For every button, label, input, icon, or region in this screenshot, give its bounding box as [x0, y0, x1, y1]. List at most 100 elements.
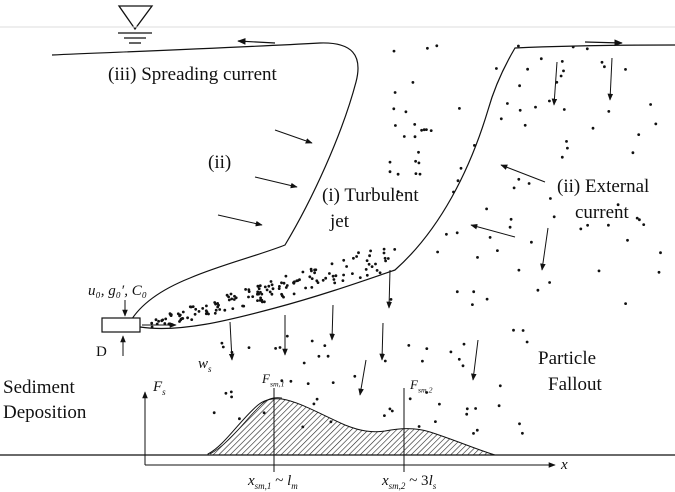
particle-dot — [417, 161, 421, 165]
particle-dot — [304, 286, 307, 290]
particle-dot — [382, 247, 386, 251]
particle-dot — [635, 216, 639, 220]
particle-dot — [425, 347, 429, 350]
particle-dot — [260, 300, 264, 304]
spreading-arrow-right — [584, 39, 623, 47]
particle-dot — [498, 384, 502, 388]
particle-dot — [571, 45, 575, 49]
particle-dot — [527, 182, 531, 185]
particle-dot — [224, 391, 228, 395]
particle-dot — [518, 84, 521, 88]
particle-dot — [238, 417, 241, 421]
particle-dot — [212, 411, 216, 415]
particle-dot — [310, 277, 314, 280]
particle-dot — [220, 341, 224, 345]
particle-dot — [231, 307, 235, 310]
sediment-deposition-label: Sediment — [3, 377, 75, 398]
particle-dot — [280, 281, 283, 285]
particle-dot — [230, 395, 234, 399]
particle-dot — [393, 91, 397, 94]
particle-dot — [562, 108, 566, 111]
particle-dot — [230, 350, 234, 354]
particle-dot — [414, 159, 417, 163]
particle-dot — [284, 286, 288, 289]
particle-dot — [321, 278, 325, 282]
particle-dot — [536, 288, 540, 292]
particle-dot — [388, 170, 392, 174]
particle-dot — [232, 298, 236, 301]
particle-dot — [417, 150, 420, 154]
particle-dot — [565, 140, 568, 143]
particle-dot — [150, 325, 154, 329]
deposition-envelope — [209, 397, 283, 455]
particle-dot — [267, 284, 271, 288]
particle-dot — [624, 68, 627, 71]
particle-dot — [374, 262, 377, 266]
particle-dot — [241, 304, 245, 308]
particle-dot — [328, 272, 331, 275]
particle-dot — [425, 391, 428, 394]
particle-dot — [289, 379, 293, 383]
particle-dot — [383, 256, 387, 260]
particle-dot — [455, 290, 459, 294]
particle-dot — [638, 218, 641, 222]
particle-dot — [257, 287, 261, 291]
particle-dot — [256, 292, 259, 296]
particle-dot — [388, 160, 392, 164]
particle-dot — [292, 292, 296, 296]
particle-dot — [549, 197, 552, 200]
particle-dot — [382, 251, 386, 255]
particle-dots — [150, 44, 662, 435]
particle-dot — [180, 317, 184, 320]
particle-dot — [229, 292, 233, 296]
particle-dot — [659, 251, 662, 255]
particle-dot — [420, 128, 423, 132]
particle-dot — [285, 334, 289, 338]
particle-dot — [603, 65, 606, 69]
particle-dot — [329, 420, 333, 424]
particle-fallout-label: Particle — [538, 348, 597, 369]
particle-dot — [355, 255, 358, 258]
diameter-label: D — [96, 344, 107, 360]
particle-dot — [552, 215, 556, 219]
particle-dot — [471, 303, 474, 306]
particle-dot — [485, 297, 489, 301]
particle-dot — [579, 227, 583, 231]
particle-dot — [301, 270, 305, 274]
fsm1-subscript: sm,1 — [269, 379, 285, 389]
particle-dot — [402, 135, 406, 138]
particle-dot — [445, 232, 448, 236]
particle-dot — [383, 359, 387, 363]
particle-dot — [282, 281, 286, 285]
particle-dot — [474, 407, 477, 410]
xsm1-label: xsm,1 ~ lm — [248, 473, 298, 491]
particle-dot — [358, 276, 362, 279]
particle-dot — [247, 346, 251, 349]
particle-dot — [521, 431, 524, 435]
particle-dot — [518, 422, 521, 426]
particle-dot — [295, 279, 299, 283]
particle-dot — [312, 402, 316, 406]
particle-dot — [167, 322, 171, 326]
particle-dot — [457, 357, 461, 361]
particle-dot — [308, 275, 312, 279]
xsm1-relation: ~ — [271, 473, 288, 489]
particle-dot — [278, 346, 282, 349]
particle-dot — [476, 256, 479, 259]
particle-dot — [353, 374, 357, 378]
entrainment-label: (ii) — [208, 152, 232, 173]
particle-dot — [218, 308, 222, 311]
particle-dot — [259, 296, 262, 300]
particle-dot — [334, 274, 338, 278]
particle-dot — [223, 308, 227, 312]
particle-dot — [642, 223, 646, 227]
particle-dot — [411, 81, 415, 84]
particle-dot — [396, 190, 400, 194]
particle-dot — [562, 69, 565, 73]
particle-dot — [517, 44, 520, 48]
particle-dot — [560, 155, 564, 159]
particle-dot — [170, 323, 174, 326]
particle-dot — [178, 313, 182, 317]
particle-dot — [332, 278, 336, 281]
